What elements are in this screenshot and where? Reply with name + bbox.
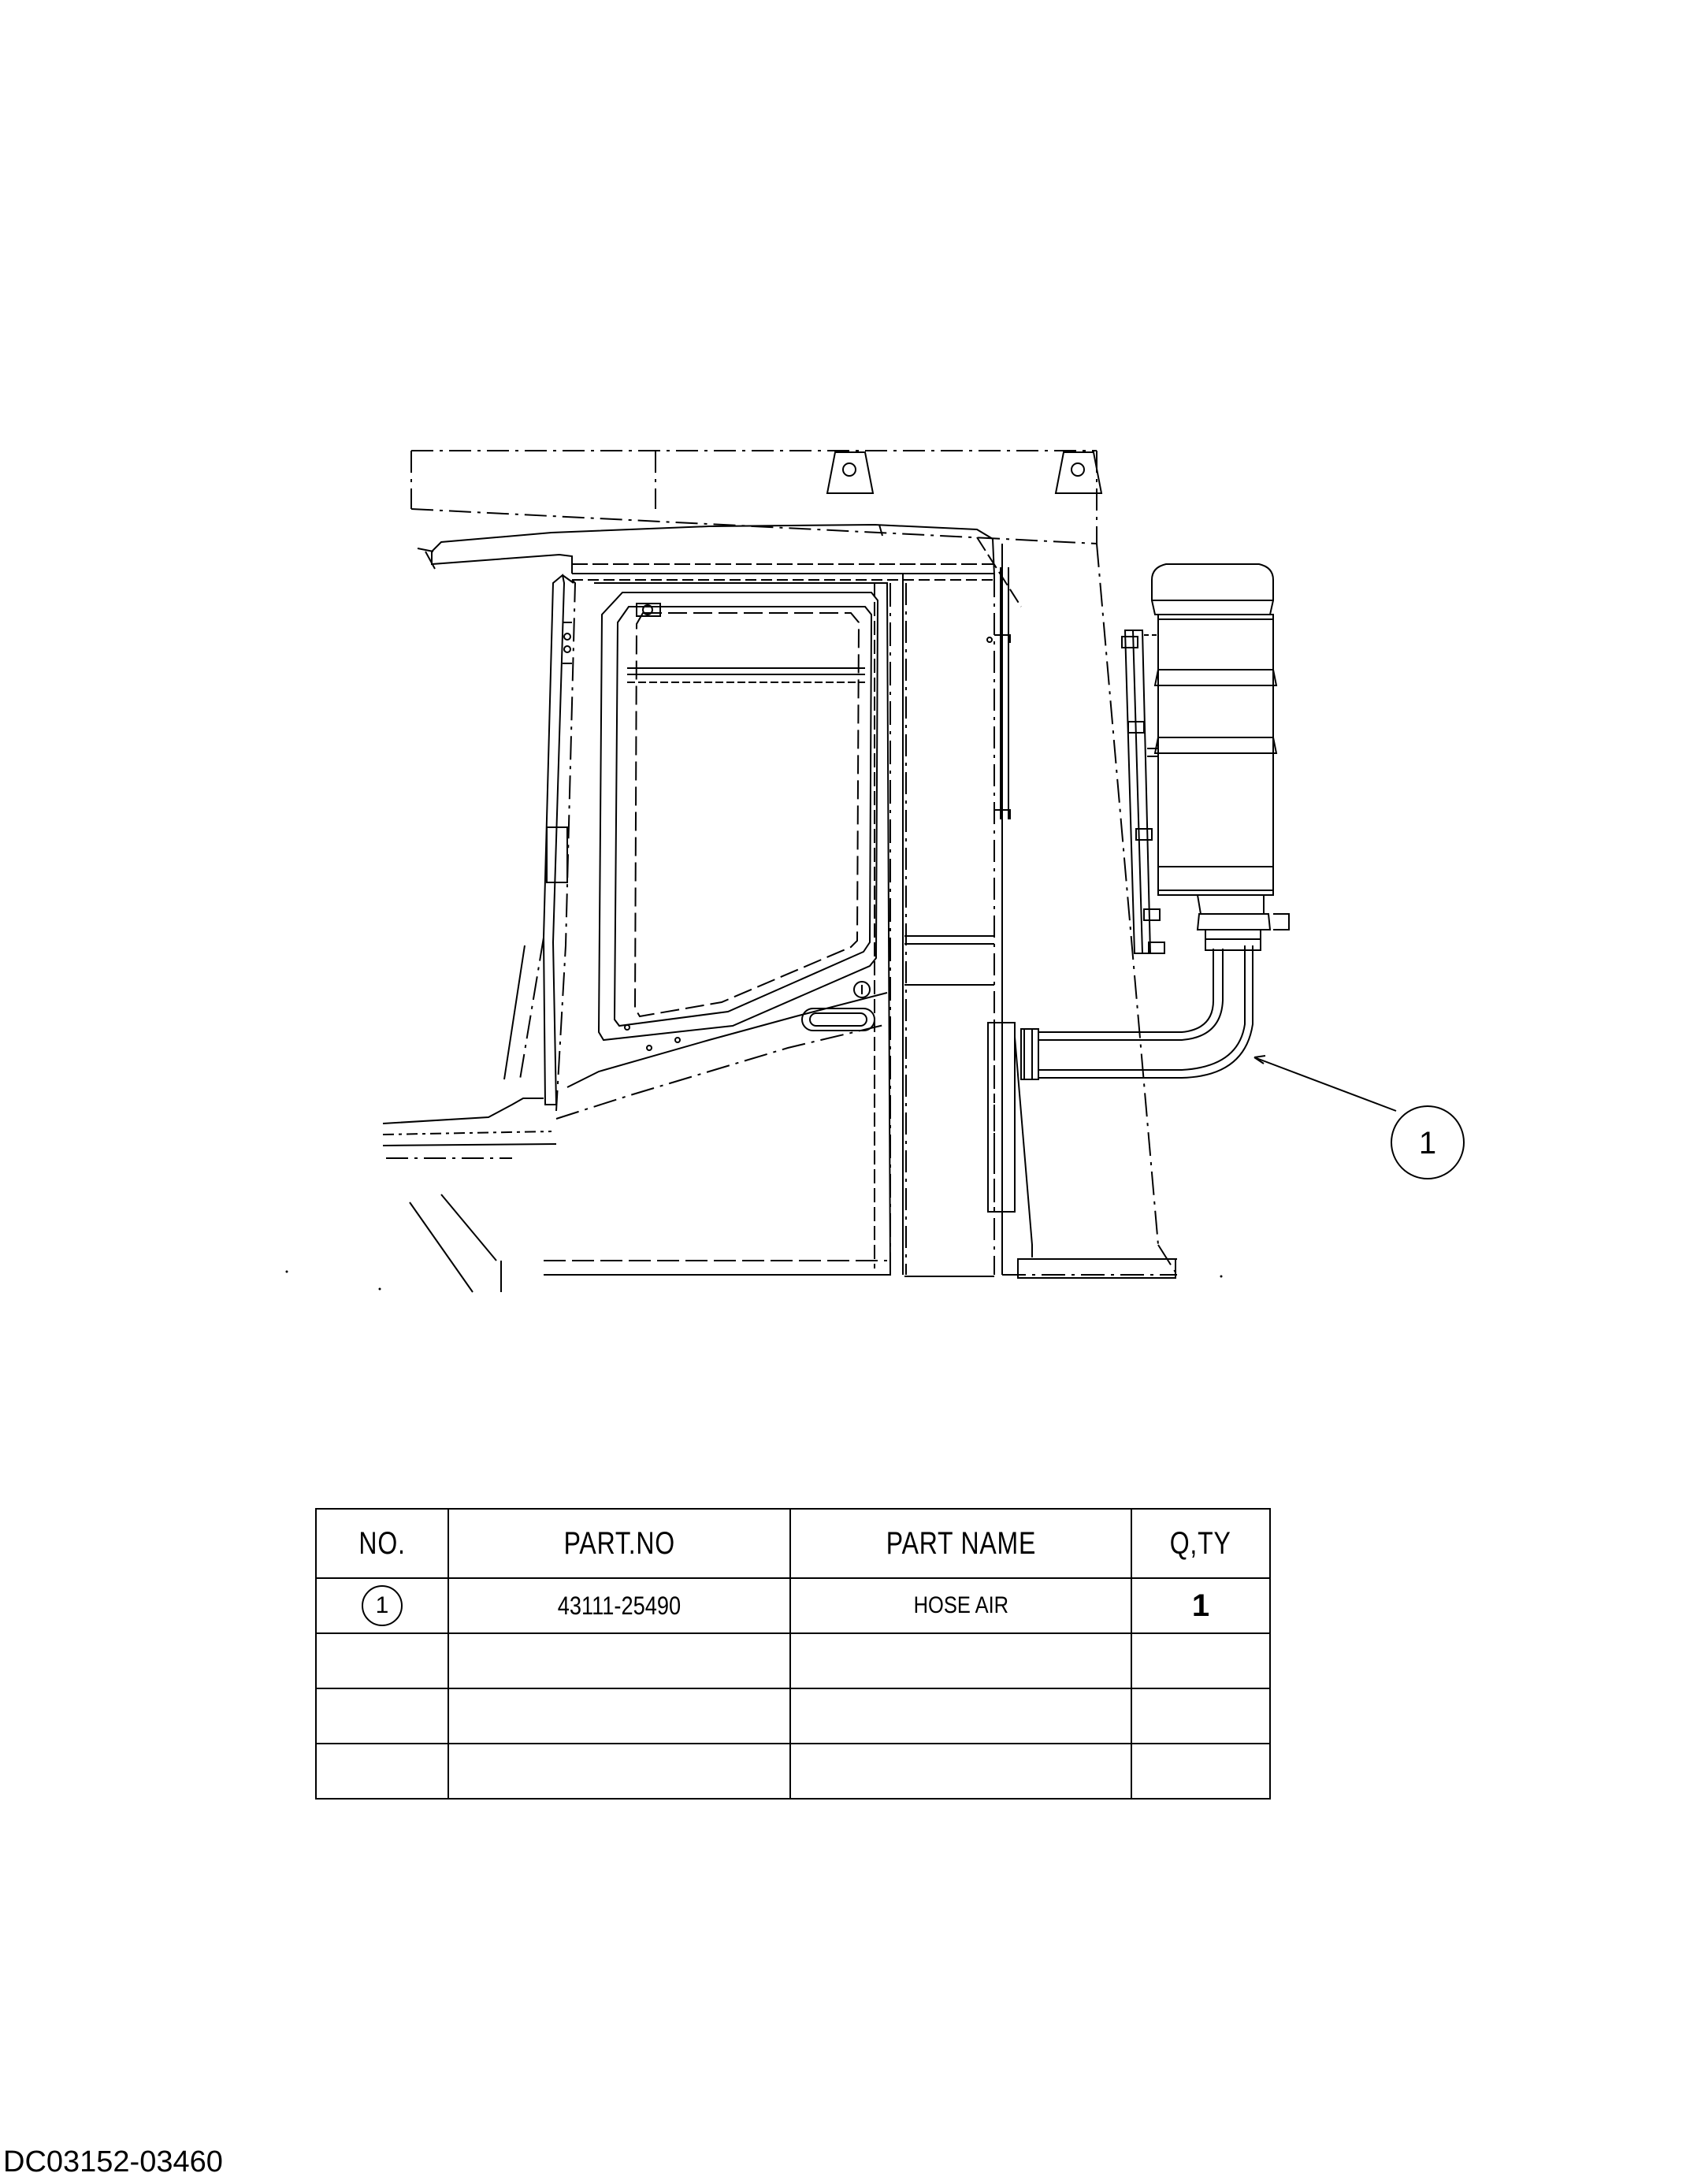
callout-number: 1 [1419,1126,1436,1161]
table-row: 1 43111-25490 HOSE AIR 1 [315,1577,1271,1634]
header-part-name: PART NAME [789,1508,1132,1579]
row-no-cell [315,1632,449,1689]
table-row [315,1632,1271,1689]
hose-air-part [1020,913,1272,1080]
row-part-no-cell: 43111-25490 [448,1577,791,1634]
row-no-cell [315,1743,449,1800]
document-code: DC03152-03460 [3,2145,223,2178]
lifting-eye-left [826,451,875,494]
header-no: NO. [315,1508,449,1579]
table-header-row: NO. PART.NO PART NAME Q,TY [315,1508,1271,1579]
air-cleaner [1121,563,1290,954]
row-qty-cell [1131,1688,1271,1744]
row-part-name-cell [789,1688,1132,1744]
row-part-no-cell [448,1688,791,1744]
intake-duct [987,1022,1177,1279]
parts-table: NO. PART.NO PART NAME Q,TY 1 43111-25490… [315,1508,1271,1800]
row-part-name-cell: HOSE AIR [789,1577,1132,1634]
header-qty: Q,TY [1131,1508,1271,1579]
row-no-cell: 1 [315,1577,449,1634]
row-part-name-cell [789,1743,1132,1800]
cab-rear-pillar [902,537,1022,1277]
table-row [315,1688,1271,1744]
cab-front-pillar [503,574,577,1112]
row-qty-cell [1131,1743,1271,1800]
frame-outline [410,450,1097,544]
row-part-no-cell [448,1632,791,1689]
header-part-no: PART.NO [448,1508,791,1579]
row-qty-cell [1131,1632,1271,1689]
cab-door [544,582,892,1276]
cab-roof [417,523,995,581]
row-no-cell [315,1688,449,1744]
cab-floor [382,1098,557,1293]
item-number-badge: 1 [362,1585,403,1626]
lifting-eye-right [1054,451,1103,494]
callout-leader [1253,1055,1465,1179]
table-row [315,1743,1271,1800]
row-part-no-cell [448,1743,791,1800]
row-part-name-cell [789,1632,1132,1689]
row-qty-cell: 1 [1131,1577,1271,1634]
